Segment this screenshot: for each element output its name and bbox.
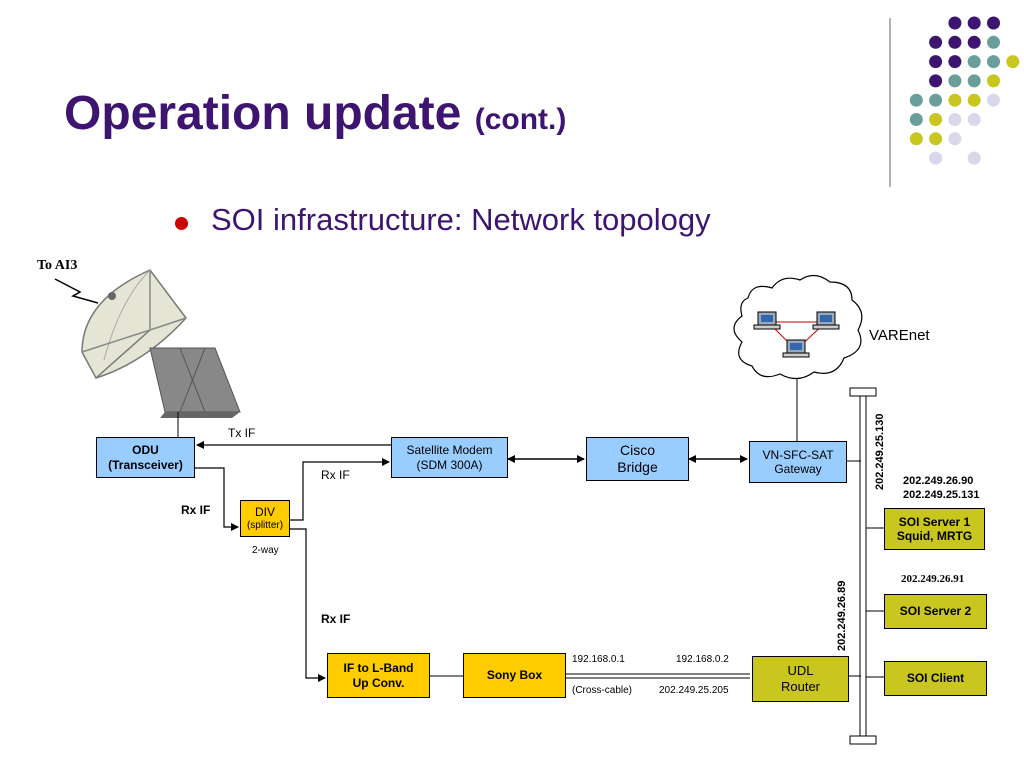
- ip-label: 202.249.26.90: [903, 475, 974, 487]
- server1-label-line1: SOI Server 1: [898, 514, 971, 529]
- decorative-dot: [987, 16, 1000, 30]
- ip-label: 202.249.25.205: [659, 685, 729, 696]
- decorative-dot: [967, 35, 981, 49]
- rx-if-left-label: Rx IF: [181, 503, 211, 517]
- decorative-dot: [909, 93, 923, 107]
- decorative-dot: [929, 132, 943, 146]
- ip-label: 202.249.26.91: [901, 573, 965, 585]
- decorative-dot-grid: [889, 16, 1020, 187]
- tx-if-label: Tx IF: [228, 426, 256, 440]
- decorative-dot: [929, 74, 943, 88]
- decorative-dot: [987, 93, 1000, 107]
- server2-label: SOI Server 2: [899, 604, 972, 619]
- decorative-dot: [948, 113, 962, 126]
- server1-label-line2: Squid, MRTG: [896, 529, 973, 543]
- rx-if-top-label: Rx IF: [321, 468, 350, 482]
- div-label-line2: (splitter): [246, 519, 284, 531]
- computer-icon: [812, 311, 840, 330]
- two-way-label: 2-way: [252, 545, 279, 556]
- div-label-line1: DIV: [254, 505, 275, 520]
- decorative-dot: [948, 55, 962, 69]
- gateway-label-line1: VN-SFC-SAT: [762, 447, 834, 462]
- page-title: Operation update (cont.): [64, 86, 566, 141]
- varenet-label: VAREnet: [869, 327, 930, 344]
- soi-client-box: SOI Client: [884, 661, 987, 696]
- cisco-label-line1: Cisco: [619, 442, 655, 459]
- client-label: SOI Client: [906, 671, 965, 686]
- decorative-dot: [929, 93, 943, 107]
- sony-box: Sony Box: [463, 653, 566, 698]
- modem-label-line1: Satellite Modem: [406, 443, 493, 458]
- ifl-label-line2: Up Conv.: [352, 675, 405, 690]
- decorative-dot: [967, 93, 981, 107]
- if-to-lband-box: IF to L-Band Up Conv.: [327, 653, 430, 698]
- decorative-dot: [987, 74, 1000, 88]
- soi-server-2-box: SOI Server 2: [884, 594, 987, 629]
- rx-if-mid-label: Rx IF: [321, 612, 351, 626]
- decorative-dot: [929, 35, 943, 49]
- satellite-modem-box: Satellite Modem (SDM 300A): [391, 437, 508, 478]
- odu-label-line1: ODU: [132, 443, 159, 458]
- soi-server-1-box: SOI Server 1 Squid, MRTG: [884, 508, 985, 550]
- decorative-dot: [987, 35, 1000, 49]
- decorative-dot: [909, 113, 923, 126]
- decorative-dot: [948, 74, 962, 88]
- title-main-text: Operation update: [64, 87, 462, 140]
- bullet-icon: [175, 217, 188, 230]
- udl-label-line2: Router: [780, 679, 821, 694]
- decorative-dot: [929, 55, 943, 69]
- computer-icon: [782, 339, 810, 358]
- ip-label-vertical: 202.249.25.130: [874, 413, 886, 490]
- modem-label-line2: (SDM 300A): [416, 457, 483, 472]
- ip-label: 192.168.0.2: [676, 654, 729, 665]
- decorative-dot: [929, 113, 943, 126]
- ip-label-vertical: 202.249.26.89: [836, 580, 848, 651]
- cross-cable-label: (Cross-cable): [572, 685, 633, 696]
- dish-label: To AI3: [37, 258, 78, 273]
- ip-label: 202.249.25.131: [903, 489, 980, 501]
- decorative-dot: [1006, 55, 1020, 69]
- udl-label-line1: UDL: [787, 663, 814, 679]
- div-splitter-box: DIV (splitter): [240, 500, 290, 537]
- cisco-bridge-box: Cisco Bridge: [586, 437, 689, 481]
- decorative-dot: [948, 132, 962, 146]
- gateway-box: VN-SFC-SAT Gateway: [749, 441, 847, 483]
- varenet-cloud-icon: [733, 274, 863, 380]
- ip-label: 192.168.0.1: [572, 654, 625, 665]
- decorative-dot: [948, 16, 962, 30]
- bullet-text: SOI infrastructure: Network topology: [211, 202, 711, 237]
- odu-label-line2: (Transceiver): [108, 457, 183, 472]
- network-backbone: [849, 387, 877, 745]
- decorative-dot: [967, 151, 981, 165]
- decorative-dot: [909, 132, 923, 146]
- cisco-label-line2: Bridge: [617, 459, 658, 475]
- satellite-dish-icon: [54, 269, 241, 418]
- decorative-dot: [948, 35, 962, 49]
- gateway-label-line2: Gateway: [774, 462, 822, 476]
- decorative-dot: [967, 74, 981, 88]
- odu-box: ODU (Transceiver): [96, 437, 195, 478]
- decorative-dot: [967, 16, 981, 30]
- udl-router-box: UDL Router: [752, 656, 849, 702]
- computer-icon: [753, 311, 781, 330]
- decorative-dot: [987, 55, 1000, 69]
- decorative-dot: [967, 55, 981, 69]
- ifl-label-line1: IF to L-Band: [343, 661, 414, 676]
- sony-label: Sony Box: [486, 668, 543, 683]
- decorative-dot: [967, 113, 981, 126]
- title-sub-text: (cont.): [474, 103, 567, 136]
- decorative-dot: [948, 93, 962, 107]
- decorative-dot: [929, 151, 943, 165]
